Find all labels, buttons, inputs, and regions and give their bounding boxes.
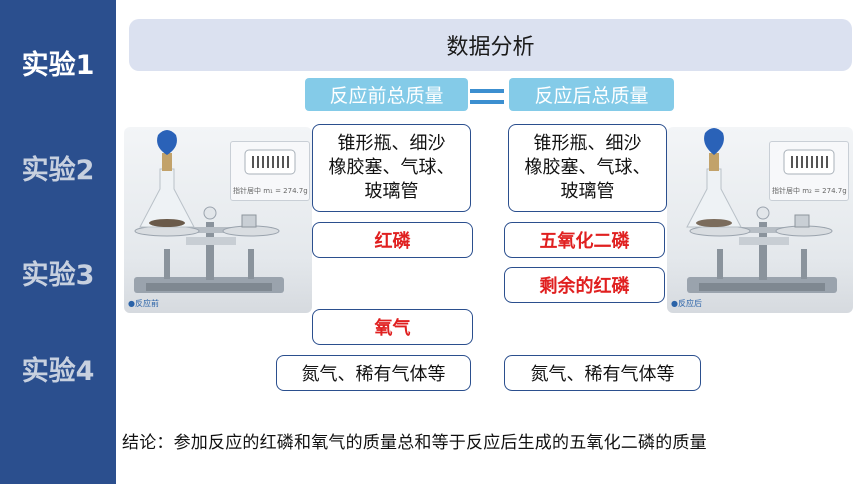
balance-readout-text: 指针居中 m₁ = 274.7g	[233, 187, 308, 195]
apparatus-line: 玻璃管	[364, 181, 419, 202]
balance-illustration	[134, 130, 284, 293]
before-reaction-photo: 指针居中 m₁ = 274.7g ●反应前	[124, 127, 312, 313]
balance-readout-text: 指针居中 m₂ = 274.7g	[772, 187, 847, 195]
sidebar-item-experiment-3[interactable]: 实验3	[21, 260, 95, 291]
apparatus-line: 锥形瓶、细沙	[533, 133, 642, 154]
remaining-red-phosphorus-box: 剩余的红磷	[504, 267, 665, 303]
equals-sign	[470, 85, 504, 107]
red-phosphorus-box: 红磷	[312, 222, 473, 258]
after-other-gases-box: 氮气、稀有气体等	[504, 355, 701, 391]
phosphorus-pentoxide-box: 五氧化二磷	[504, 222, 665, 258]
after-reaction-photo: 指针居中 m₂ = 274.7g ●反应后	[667, 127, 853, 313]
sidebar-item-experiment-4[interactable]: 实验4	[21, 356, 95, 387]
after-apparatus-box: 锥形瓶、细沙 橡胶塞、气球、 玻璃管	[508, 124, 667, 212]
before-photo-caption: ●反应前	[128, 299, 159, 308]
sidebar-item-experiment-1[interactable]: 实验1	[21, 50, 95, 81]
after-photo-caption: ●反应后	[671, 299, 702, 308]
sidebar-item-experiment-2[interactable]: 实验2	[21, 155, 95, 186]
apparatus-line: 橡胶塞、气球、	[524, 157, 651, 178]
apparatus-line: 橡胶塞、气球、	[328, 157, 455, 178]
apparatus-line: 锥形瓶、细沙	[337, 133, 446, 154]
balance-readout-panel: 指针居中 m₂ = 274.7g	[769, 141, 849, 201]
apparatus-line: 玻璃管	[560, 181, 615, 202]
readout-display-icon	[244, 149, 296, 175]
sidebar: 实验1 实验2 实验3 实验4	[0, 0, 116, 484]
before-apparatus-box: 锥形瓶、细沙 橡胶塞、气球、 玻璃管	[312, 124, 471, 212]
before-other-gases-box: 氮气、稀有气体等	[276, 355, 471, 391]
readout-display-icon	[783, 149, 835, 175]
before-total-mass-tag: 反应前总质量	[305, 78, 468, 111]
balance-readout-panel: 指针居中 m₁ = 274.7g	[230, 141, 310, 201]
after-total-mass-tag: 反应后总质量	[509, 78, 674, 111]
balance-illustration	[686, 128, 837, 293]
page-title: 数据分析	[129, 19, 852, 71]
oxygen-box: 氧气	[312, 309, 473, 345]
conclusion-text: 结论：参加反应的红磷和氧气的质量总和等于反应后生成的五氧化二磷的质量	[122, 433, 707, 453]
